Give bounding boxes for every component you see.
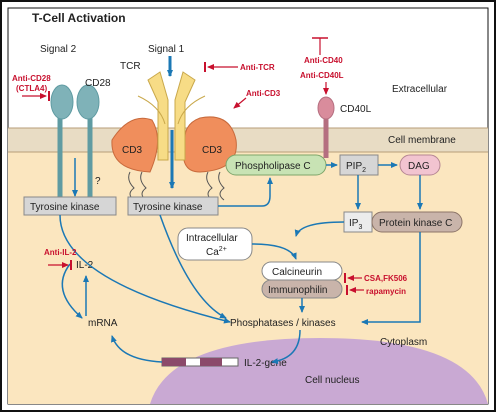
anti-il2-label: Anti-IL-2 bbox=[44, 248, 77, 257]
calcineurin-label: Calcineurin bbox=[272, 267, 322, 278]
il2-gene-label: IL-2-gene bbox=[244, 358, 287, 369]
il2-label: IL-2 bbox=[76, 260, 94, 271]
cytoplasm-label: Cytoplasm bbox=[380, 337, 427, 348]
tyrosine-kinase-right-label: Tyrosine kinase bbox=[133, 202, 203, 213]
cd3-right-label: CD3 bbox=[202, 145, 222, 156]
anti-cd3-arrow bbox=[233, 97, 247, 109]
il2-to-mrna-arrow bbox=[61, 263, 83, 319]
rapamycin-label: rapamycin bbox=[366, 287, 406, 296]
ip3-to-ca-arrow bbox=[294, 221, 345, 237]
csa-fk506-label: CSA,FK506 bbox=[364, 274, 408, 283]
anti-cd28-label-1: Anti-CD28 bbox=[12, 74, 51, 83]
immunophilin-label: Immunophilin bbox=[268, 285, 327, 296]
tk-to-plc-arrow bbox=[218, 177, 273, 207]
intracellular-label: Intracellular bbox=[186, 233, 238, 244]
cd40l-label: CD40L bbox=[340, 104, 372, 115]
cell-membrane-label: Cell membrane bbox=[388, 135, 456, 146]
anti-cd3-label: Anti-CD3 bbox=[246, 89, 281, 98]
tcr-label: TCR bbox=[120, 61, 141, 72]
cd3-left-label: CD3 bbox=[122, 145, 142, 156]
il2-gene-bar bbox=[161, 357, 239, 367]
extracellular-label: Extracellular bbox=[392, 84, 448, 95]
cell-nucleus bbox=[150, 338, 488, 404]
tk-left-to-phosphatases-arrow bbox=[59, 214, 231, 324]
cd28-receptor bbox=[50, 84, 100, 200]
signal-2-label: Signal 2 bbox=[40, 44, 77, 55]
tyrosine-kinase-left-label: Tyrosine kinase bbox=[30, 202, 100, 213]
signal-1-label: Signal 1 bbox=[148, 44, 185, 55]
cd28-label: CD28 bbox=[85, 78, 111, 89]
tk-to-phosphatases-arrow bbox=[159, 214, 227, 319]
pip2-label: PIP2 bbox=[346, 161, 366, 174]
ip3-label: IP3 bbox=[349, 218, 362, 231]
ca-label: Ca2+ bbox=[206, 246, 227, 258]
tcr-cd3-complex bbox=[111, 71, 237, 201]
title-bg bbox=[26, 11, 138, 25]
anti-cd28-label-2: (CTLA4) bbox=[16, 84, 47, 93]
phosphatases-kinases-label: Phosphatases / kinases bbox=[230, 318, 336, 329]
anti-cd40-label: Anti-CD40 bbox=[304, 56, 343, 65]
anti-cd40l-label: Anti-CD40L bbox=[300, 71, 344, 80]
dag-label: DAG bbox=[408, 161, 430, 172]
protein-kinase-c-box bbox=[371, 211, 463, 233]
diagram-title: T-Cell Activation bbox=[32, 11, 126, 25]
tyrosine-kinase-left-box bbox=[23, 196, 117, 216]
phospholipase-c-label: Phospholipase C bbox=[235, 161, 311, 172]
mrna-label: mRNA bbox=[88, 318, 118, 329]
cell-nucleus-label: Cell nucleus bbox=[305, 375, 359, 386]
gene-to-mrna-arrow bbox=[111, 335, 163, 363]
phosphatases-to-gene-arrow bbox=[271, 329, 301, 365]
question-mark: ? bbox=[95, 176, 101, 187]
pkc-to-phosphatases-arrow bbox=[361, 232, 421, 325]
cd40l-receptor bbox=[317, 96, 335, 158]
protein-kinase-c-label: Protein kinase C bbox=[379, 218, 452, 229]
anti-tcr-label: Anti-TCR bbox=[240, 63, 275, 72]
ca-to-calcineurin-arrow bbox=[251, 243, 297, 260]
